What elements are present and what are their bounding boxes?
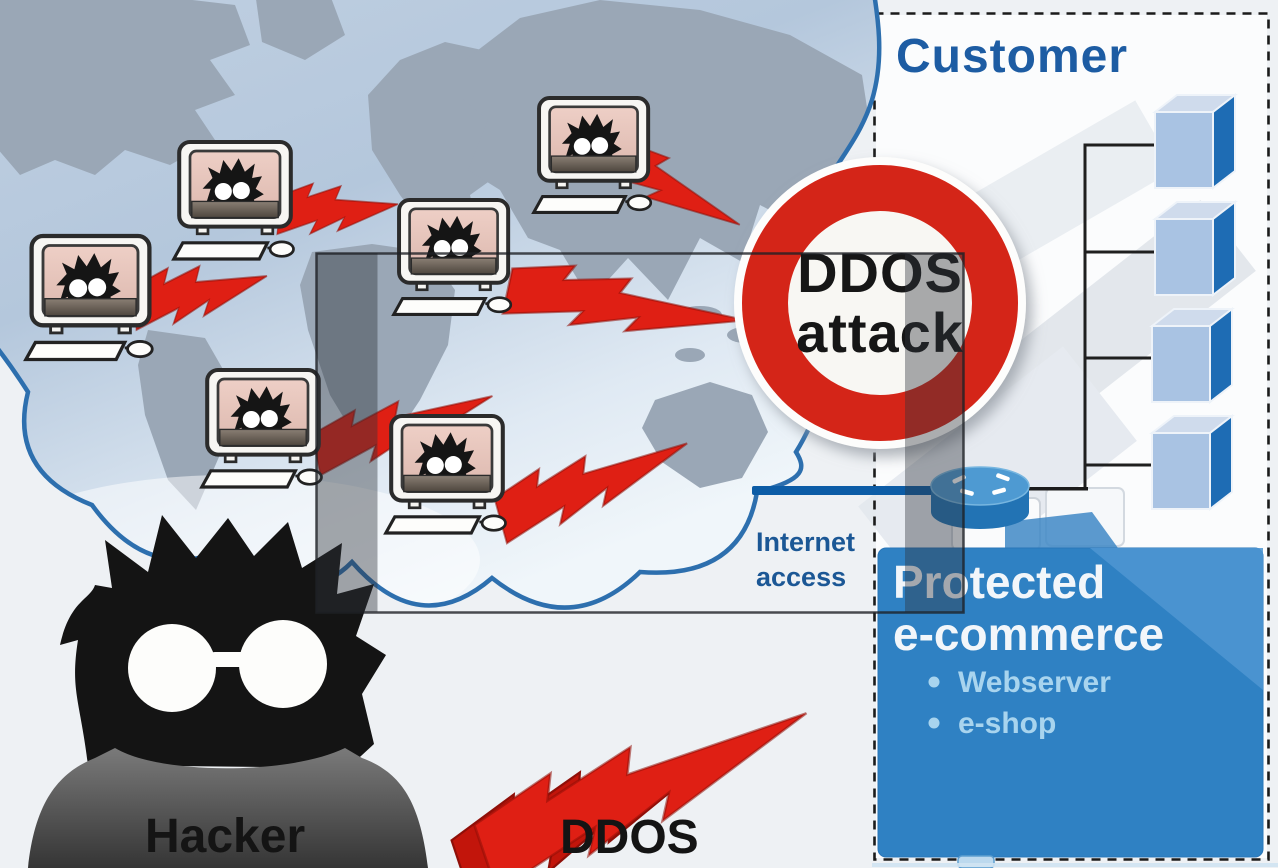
- hacker-figure: Hacker: [28, 515, 428, 868]
- box-shine: [1090, 548, 1263, 690]
- router-icon: [930, 466, 1030, 529]
- bullet-dot-webserver: [928, 676, 940, 688]
- network-bus-lines: [1030, 143, 1155, 491]
- continent-asia: [458, 0, 872, 300]
- protected-ecommerce-box: Protected e-commerce Webserver e-shop: [877, 547, 1264, 858]
- internet-access-label: Internet access: [756, 527, 855, 592]
- server-cube-2: [1154, 201, 1236, 296]
- ddos-label: DDOS: [560, 811, 699, 864]
- bullet-dot-eshop: [928, 717, 940, 729]
- server-cube-3: [1151, 308, 1233, 403]
- bullet-webserver: Webserver: [958, 666, 1111, 699]
- server-cube-1: [1154, 94, 1236, 189]
- watermark-overlay: [315, 252, 965, 614]
- sign-text-line2: attack: [796, 301, 964, 364]
- server-cube-4: [1151, 415, 1233, 510]
- hacker-label: Hacker: [145, 810, 305, 863]
- overlay-left-strip: [316, 253, 378, 612]
- continent-greenland: [255, 0, 345, 60]
- hacker-body: [28, 748, 428, 868]
- continent-africa: [300, 244, 455, 448]
- continent-australia: [642, 382, 768, 488]
- protected-title-line2: e-commerce: [893, 608, 1164, 660]
- hacker-glasses-left: [128, 624, 216, 712]
- hacker-glasses-bridge: [208, 652, 288, 667]
- router-to-bus-line: [1028, 487, 1088, 491]
- customer-title: Customer: [896, 30, 1128, 83]
- bottom-edge-strip: [872, 863, 1278, 867]
- continent-north-america: [0, 0, 250, 175]
- hacker-head: [60, 515, 386, 768]
- overlay-right-strip: [905, 253, 964, 612]
- sign-text-line1: DDOS: [797, 241, 963, 304]
- internet-label-line2: access: [756, 562, 846, 592]
- sign-inner: [788, 211, 972, 395]
- internet-label-line1: Internet: [756, 527, 855, 557]
- ddos-attack-sign: DDOS attack: [734, 157, 1026, 449]
- overlay-border: [315, 252, 965, 614]
- internet-link-line: [752, 486, 938, 495]
- bullet-eshop: e-shop: [958, 707, 1056, 740]
- protected-title-line1: Protected: [893, 556, 1105, 608]
